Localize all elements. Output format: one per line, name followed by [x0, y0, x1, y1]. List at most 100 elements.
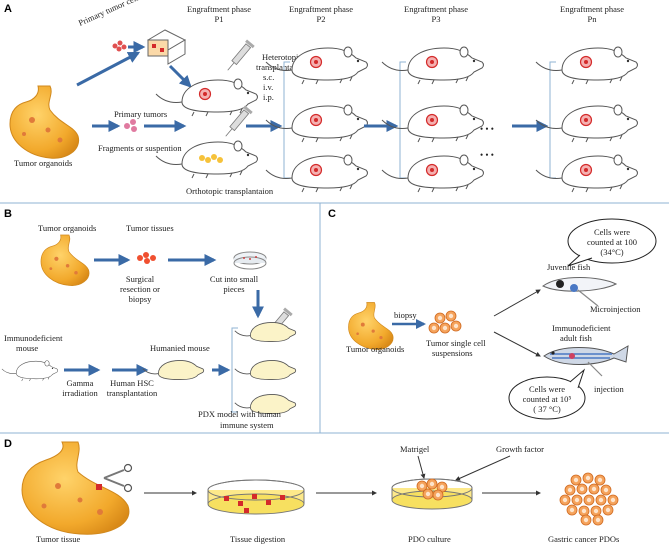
svg-text:PDX model with human: PDX model with human: [198, 409, 282, 419]
single-cell-label: Tumor single cell suspensions: [426, 338, 486, 358]
tumor-organoids-label-a: Tumor organoids: [14, 158, 72, 168]
gastric-pdos-icon: [559, 472, 619, 526]
tumor-cells-cluster-icon: [112, 40, 127, 52]
svg-text:Cells were: Cells were: [529, 384, 565, 394]
phase-pn-title: Engraftment phase: [560, 4, 624, 14]
callout-bubble-adult: Cells were counted at 10⁵ ( 37 °C): [508, 368, 586, 420]
heterotopic-label: Heterotopic transplantation s.c. i.v. i.…: [256, 52, 307, 102]
scissors-icon: [103, 463, 133, 493]
ellipsis: • • •: [480, 124, 494, 134]
tumor-spot: [425, 55, 439, 69]
pdx-mice: [234, 321, 297, 415]
tumor-fragments-icon: [124, 119, 137, 132]
panel-c: C Tumor organoids biopsy Tumor single ce…: [328, 208, 657, 420]
tumor-spot: [579, 55, 593, 69]
cut-label: Cut into small pieces: [210, 274, 259, 294]
bracket-p3: [399, 61, 406, 179]
culture-box-icon: [146, 29, 187, 65]
fragments-label: Fragments or suspention: [98, 143, 182, 153]
adult-zebrafish-icon: [543, 345, 629, 377]
svg-text:( 37 °C): ( 37 °C): [533, 404, 561, 414]
svg-text:Cut into small: Cut into small: [210, 274, 259, 284]
svg-text:Gamma: Gamma: [67, 378, 94, 388]
phase-p1-sub: P1: [215, 14, 224, 24]
svg-text:Immunodeficient: Immunodeficient: [4, 333, 63, 343]
tumor-spot: [309, 55, 323, 69]
juvenile-zebrafish-icon: [542, 277, 618, 307]
arrow-to-cells: [76, 51, 141, 87]
ellipsis: • • •: [480, 150, 494, 160]
stomach-icon: [21, 441, 130, 535]
phase-p2-sub: P2: [317, 14, 326, 24]
arrow-to-adult: [493, 331, 541, 357]
phase-p2-title: Engraftment phase: [289, 4, 353, 14]
microinjection-label: Microinjection: [590, 304, 641, 314]
svg-text:(34°C): (34°C): [600, 247, 623, 257]
primary-tumor-cells-label: Primary tumor cells: [77, 0, 143, 28]
orthotopic-tumor-icon: [199, 154, 223, 163]
svg-text:Heterotopic: Heterotopic: [262, 52, 302, 62]
tumor-tissue-icon: [137, 252, 156, 264]
svg-text:transplantation: transplantation: [256, 62, 307, 72]
phase-p3-sub: P3: [432, 14, 441, 24]
humanized-mouse: [142, 359, 205, 381]
svg-text:counted at 100: counted at 100: [587, 237, 637, 247]
tumor-organoids-label-b: Tumor organoids: [38, 223, 96, 233]
immunodeficient-label: Immunodeficient mouse: [4, 333, 63, 353]
biopsy-label: biopsy: [394, 310, 417, 320]
svg-text:suspensions: suspensions: [432, 348, 473, 358]
gamma-label: Gamma irradiation: [62, 378, 98, 398]
arrow-box-to-mouse: [168, 64, 192, 88]
tumor-tissues-label: Tumor tissues: [126, 223, 174, 233]
matrigel-pointer: [417, 455, 426, 479]
svg-text:adult fish: adult fish: [560, 333, 593, 343]
svg-text:i.p.: i.p.: [263, 92, 274, 102]
panel-a: A Primary tumor cells Tumor organoids Pr…: [4, 0, 638, 196]
svg-text:biopsy: biopsy: [129, 294, 152, 304]
immunodeficient-mouse: [1, 360, 59, 382]
tissue-digestion-label: Tissue digestion: [230, 534, 286, 544]
growth-factor-label: Growth factor: [496, 444, 544, 454]
petri-dish-icon: [233, 251, 267, 270]
tumor-spot: [309, 113, 323, 127]
tumor-organoid-icon: [9, 85, 80, 159]
bracket-pdx: [231, 327, 238, 413]
matrigel-label: Matrigel: [400, 444, 430, 454]
panel-a-letter: A: [4, 3, 12, 15]
tumor-spot: [579, 113, 593, 127]
panel-d-letter: D: [4, 438, 12, 450]
svg-text:Tumor single cell: Tumor single cell: [426, 338, 486, 348]
tumor-spot: [425, 113, 439, 127]
phase-pn-sub: Pn: [588, 14, 598, 24]
tumor-spot: [309, 163, 323, 177]
bracket-p2: [283, 61, 290, 179]
phase-p1-title: Engraftment phase: [187, 4, 251, 14]
panel-d: D Tumor tissue Tissue digestion: [4, 438, 619, 544]
adult-fish-label: Immunodeficient adult fish: [552, 323, 611, 343]
injection-label: injection: [594, 384, 624, 394]
surgical-label: Surgical resection or biopsy: [120, 274, 160, 304]
tumor-spot: [579, 163, 593, 177]
bracket-pn: [549, 61, 556, 179]
svg-text:Human HSC: Human HSC: [110, 378, 154, 388]
svg-text:s.c.: s.c.: [263, 72, 274, 82]
growth-factor-pointer: [455, 455, 511, 481]
svg-text:Surgical: Surgical: [126, 274, 155, 284]
digestion-dish-icon: [207, 479, 305, 515]
tumor-spot: [198, 87, 212, 101]
syringe-icon: [227, 38, 256, 71]
cell-suspension-icon: [428, 310, 462, 334]
phase-p3-title: Engraftment phase: [404, 4, 468, 14]
panel-b: B Tumor organoids Tumor tissues Surgical…: [1, 208, 297, 430]
primary-tumors-label: Primary tumors: [114, 109, 167, 119]
svg-text:transplantation: transplantation: [107, 388, 158, 398]
panel-c-letter: C: [328, 208, 336, 220]
orthotopic-label: Orthotopic transplantaion: [186, 186, 274, 196]
humanied-label: Humanied mouse: [150, 343, 210, 353]
pdx-label: PDX model with human immune system: [198, 409, 282, 430]
svg-text:immune system: immune system: [220, 420, 274, 430]
svg-text:i.v.: i.v.: [263, 82, 273, 92]
arrow-to-juvenile: [493, 289, 541, 317]
pdo-culture-label: PDO culture: [408, 534, 451, 544]
